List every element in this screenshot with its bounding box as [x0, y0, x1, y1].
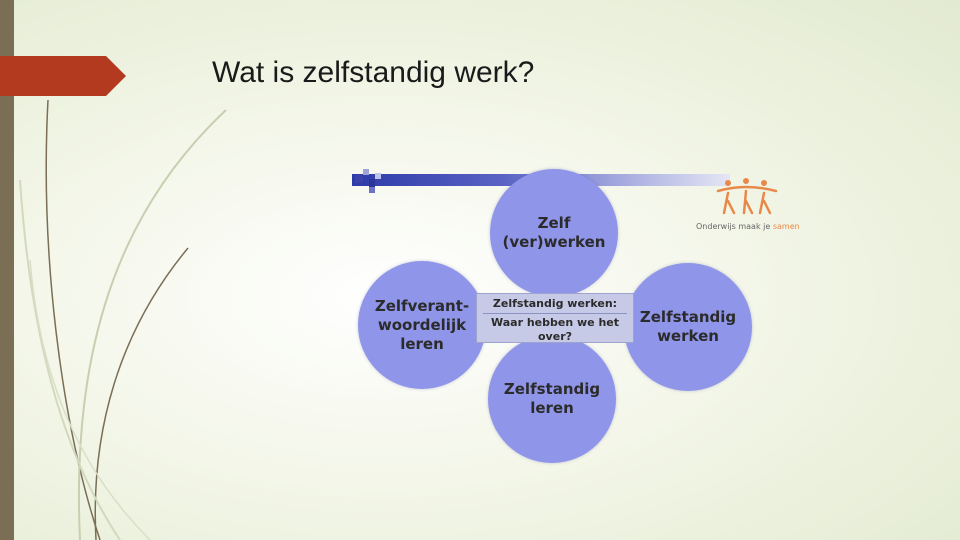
left-accent-bar	[0, 0, 14, 540]
center-divider	[483, 313, 627, 314]
circle-bottom-label: Zelfstandig leren	[503, 380, 601, 417]
title-arrow-shape	[0, 56, 126, 96]
center-question: Waar hebben we het over?	[490, 316, 619, 343]
circle-right-label: Zelfstandig werken	[639, 308, 737, 345]
slide-title: Wat is zelfstandig werk?	[212, 56, 535, 89]
zelfstandig-werk-diagram: Onderwijs maak je samen Zelf (ver)werken…	[350, 165, 820, 470]
logo-text-accent: samen	[772, 222, 800, 231]
circle-top-label: Zelf (ver)werken	[502, 214, 606, 251]
logo-text: Onderwijs maak je samen	[696, 222, 800, 231]
logo-people-icon	[716, 178, 778, 215]
center-question-box: Zelfstandig werken: Waar hebben we het o…	[476, 293, 634, 343]
circle-bottom: Zelfstandig leren	[488, 335, 616, 463]
circle-right: Zelfstandig werken	[624, 263, 752, 391]
center-heading: Zelfstandig werken:	[492, 297, 618, 310]
band-squares-icon	[355, 169, 381, 193]
logo-text-main: Onderwijs maak je	[696, 222, 771, 231]
decorative-curves	[19, 99, 227, 540]
circle-left-label: Zelfverant- woordelijk leren	[374, 296, 470, 353]
circle-left: Zelfverant- woordelijk leren	[358, 261, 486, 389]
circle-top: Zelf (ver)werken	[490, 169, 618, 297]
